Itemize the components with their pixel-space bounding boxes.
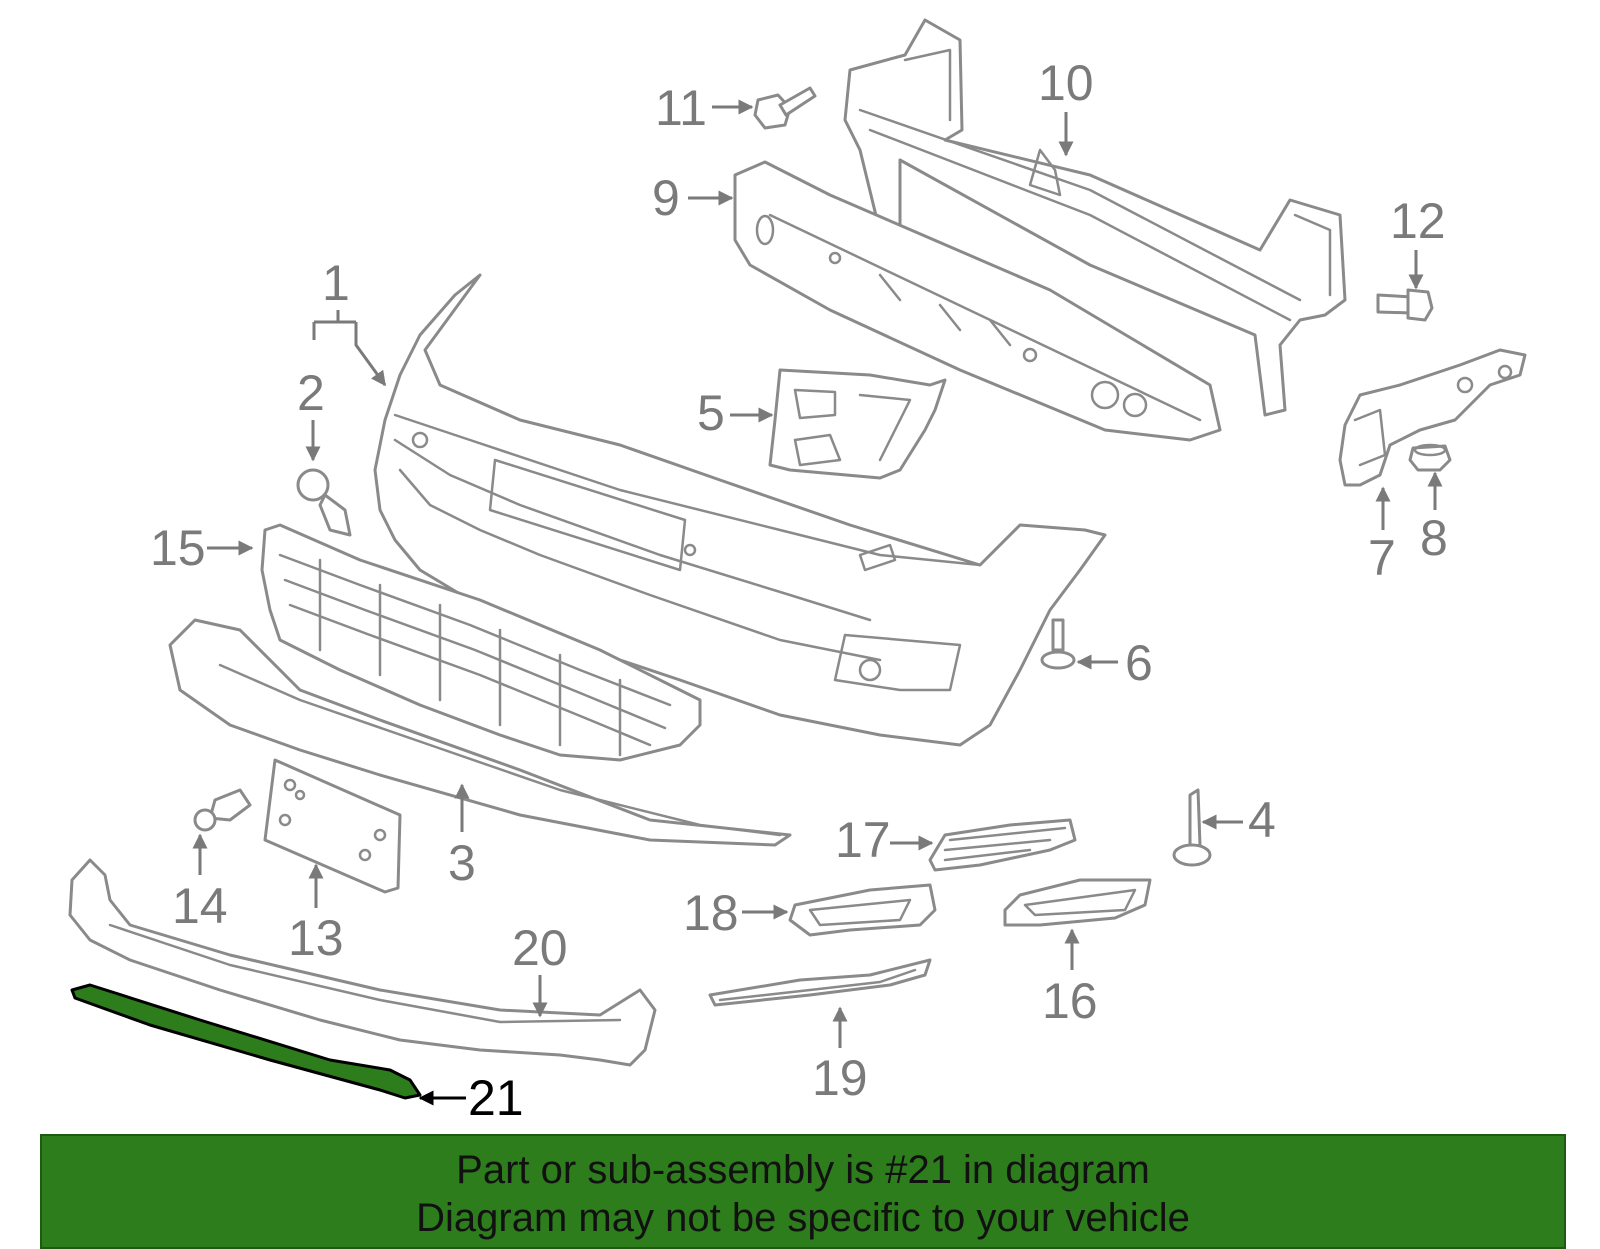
- svg-text:3: 3: [448, 835, 476, 891]
- svg-text:16: 16: [1042, 973, 1098, 1029]
- part-20-lower-valance: [68, 858, 657, 1067]
- svg-text:13: 13: [288, 910, 344, 966]
- banner-line-1: Part or sub-assembly is #21 in diagram: [456, 1148, 1150, 1192]
- svg-text:9: 9: [652, 170, 680, 226]
- svg-text:12: 12: [1390, 193, 1446, 249]
- part-1-bumper-cover: [373, 273, 1107, 747]
- part-6-screw: [1040, 618, 1076, 670]
- part-5-bracket: [768, 368, 947, 480]
- banner-line-2: Diagram may not be specific to your vehi…: [416, 1196, 1190, 1240]
- callout-18: 18: [683, 885, 789, 941]
- part-13-license-bracket: [263, 758, 402, 894]
- callout-21: 21: [418, 1070, 524, 1126]
- callout-17: 17: [835, 812, 934, 868]
- svg-text:8: 8: [1420, 510, 1448, 566]
- svg-text:18: 18: [683, 885, 739, 941]
- svg-text:15: 15: [150, 520, 206, 576]
- part-7-side-bracket: [1338, 348, 1527, 487]
- svg-text:21: 21: [468, 1070, 524, 1126]
- svg-text:10: 10: [1038, 55, 1094, 111]
- part-8-clip-nut: [1408, 443, 1452, 472]
- svg-text:6: 6: [1125, 635, 1153, 691]
- callout-14: 14: [172, 833, 228, 934]
- svg-text:14: 14: [172, 878, 228, 934]
- callout-20: 20: [512, 920, 568, 1018]
- callout-11: 11: [655, 80, 754, 136]
- part-9-energy-absorber: [733, 160, 1222, 442]
- part-19-trim-strip: [708, 958, 932, 1007]
- callout-1: 1: [312, 255, 385, 385]
- callout-13: 13: [288, 863, 344, 966]
- callout-5: 5: [697, 385, 774, 441]
- info-banner: Part or sub-assembly is #21 in diagram D…: [40, 1134, 1566, 1249]
- svg-text:1: 1: [322, 255, 350, 311]
- part-2-tow-cap: [296, 468, 352, 537]
- callout-15: 15: [150, 520, 254, 576]
- part-15-lower-grille: [260, 523, 702, 762]
- part-18-fog-trim: [788, 883, 937, 937]
- part-12-bolt: [1376, 288, 1434, 322]
- svg-text:11: 11: [655, 80, 707, 136]
- callout-6: 6: [1076, 635, 1153, 691]
- part-16-fog-trim: [1003, 878, 1152, 927]
- callout-8: 8: [1420, 471, 1448, 566]
- part-14-clip: [193, 788, 252, 832]
- part-10-reinforcement-bar: [843, 18, 1347, 417]
- callout-7: 7: [1368, 486, 1396, 586]
- callout-2: 2: [297, 365, 325, 462]
- callout-9: 9: [652, 170, 734, 226]
- part-3-lower-trim: [168, 618, 792, 847]
- callout-16: 16: [1042, 928, 1098, 1029]
- part-4-screw: [1172, 788, 1212, 867]
- part-17-trim: [928, 818, 1077, 872]
- callout-10: 10: [1038, 55, 1094, 157]
- callout-3: 3: [448, 783, 476, 891]
- callout-4: 4: [1201, 792, 1276, 848]
- callout-19: 19: [812, 1006, 868, 1106]
- part-11-bolt: [753, 86, 817, 130]
- svg-text:4: 4: [1248, 792, 1276, 848]
- svg-text:20: 20: [512, 920, 568, 976]
- svg-text:7: 7: [1368, 530, 1396, 586]
- svg-text:2: 2: [297, 365, 325, 421]
- svg-text:17: 17: [835, 812, 891, 868]
- svg-text:19: 19: [812, 1050, 868, 1106]
- callout-12: 12: [1390, 193, 1446, 290]
- svg-text:5: 5: [697, 385, 725, 441]
